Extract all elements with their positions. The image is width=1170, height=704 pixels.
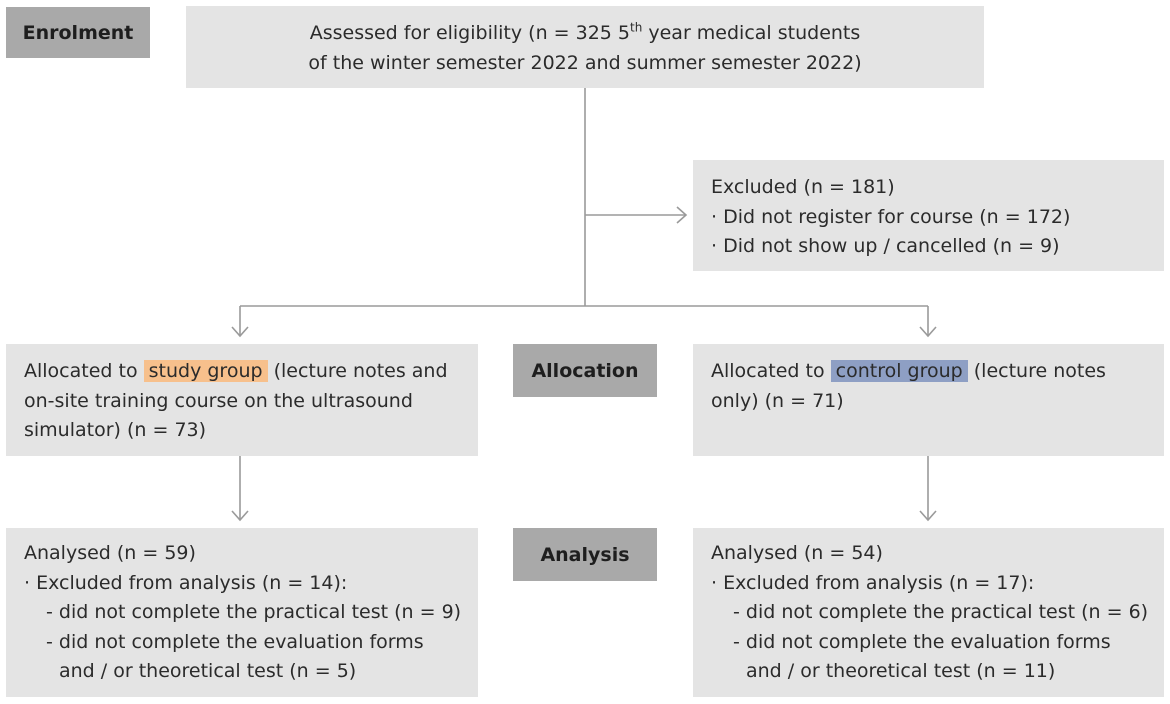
excluded-title: Excluded (n = 181)	[711, 176, 895, 198]
assessed-line-2: of the winter semester 2022 and summer s…	[308, 51, 862, 74]
control-arrowhead	[919, 326, 937, 338]
analysed-study-title: Analysed (n = 59)	[24, 542, 196, 564]
analysed-control-reason: - did not complete the evaluation forms	[733, 630, 1111, 653]
study-line-1: Allocated to study group (lecture notes …	[24, 360, 448, 382]
analysed-control-title: Analysed (n = 54)	[711, 542, 883, 564]
analysed-control-reason-cont: and / or theoretical test (n = 11)	[746, 660, 1056, 682]
excluded-item: · Did not show up / cancelled (n = 9)	[711, 235, 1060, 257]
assessed-line-1: Assessed for eligibility (n = 325 5th ye…	[309, 20, 861, 44]
study-group-highlight: study group	[143, 360, 268, 382]
allocation-label: Allocation	[513, 344, 657, 397]
control-group-box: Allocated to control group (lecture note…	[693, 344, 1164, 456]
analysed-study-box: Analysed (n = 59) · Excluded from analys…	[6, 528, 478, 697]
assessed-box: Assessed for eligibility (n = 325 5th ye…	[186, 6, 984, 88]
analysed-control-box: Analysed (n = 54) · Excluded from analys…	[693, 528, 1164, 697]
control-analysis-arrowhead	[919, 510, 937, 522]
study-group-box: Allocated to study group (lecture notes …	[6, 344, 478, 456]
control-line-1: Allocated to control group (lecture note…	[711, 360, 1106, 382]
analysed-control-excluded: · Excluded from analysis (n = 17):	[711, 571, 1035, 594]
control-group-highlight: control group	[830, 360, 968, 382]
excluded-item: · Did not register for course (n = 172)	[711, 205, 1071, 228]
exclusion-arrowhead	[676, 206, 688, 224]
study-line-2: on-site training course on the ultrasoun…	[24, 389, 413, 412]
analysed-study-reason: - did not complete the practical test (n…	[46, 601, 462, 623]
enrolment-label: Enrolment	[6, 7, 150, 58]
analysed-study-excluded: · Excluded from analysis (n = 14):	[24, 571, 348, 594]
analysed-study-reason: - did not complete the evaluation forms	[46, 630, 424, 653]
analysed-control-reason: - did not complete the practical test (n…	[733, 601, 1149, 623]
excluded-box: Excluded (n = 181) · Did not register fo…	[693, 160, 1164, 271]
study-line-3: simulator) (n = 73)	[24, 419, 207, 441]
analysed-study-reason-cont: and / or theoretical test (n = 5)	[59, 660, 357, 682]
analysis-label: Analysis	[513, 528, 657, 581]
study-arrowhead	[231, 326, 249, 338]
study-analysis-arrowhead	[231, 510, 249, 522]
control-line-2: only) (n = 71)	[711, 389, 844, 412]
